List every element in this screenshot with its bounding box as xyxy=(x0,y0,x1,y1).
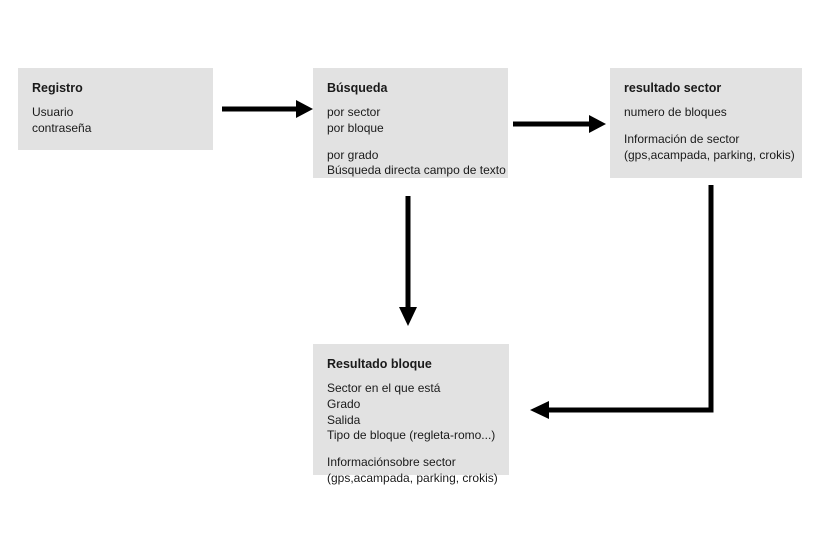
node-resultado-bloque-line-3: Salida xyxy=(327,412,361,427)
node-resultado-bloque-line-1: Sector en el que está xyxy=(327,380,441,395)
node-resultado-sector-line-3: (gps,acampada, parking, crokis) xyxy=(624,147,795,162)
node-resultado-bloque[interactable]: Resultado bloque Sector en el que está G… xyxy=(313,344,509,485)
node-busqueda-line-4: Búsqueda directa campo de texto xyxy=(327,163,506,178)
arrow-registro-to-busqueda xyxy=(222,100,313,118)
node-busqueda-line-2: por bloque xyxy=(327,120,384,135)
node-resultado-sector-line-1: numero de bloques xyxy=(624,104,727,119)
node-resultado-bloque-line-5: Informaciónsobre sector xyxy=(327,455,456,470)
node-registro-title: Registro xyxy=(32,81,83,95)
node-busqueda-line-1: por sector xyxy=(327,104,381,119)
node-busqueda-line-3: por grado xyxy=(327,147,379,162)
node-registro[interactable]: Registro Usuario contraseña xyxy=(18,68,213,150)
node-registro-line-2: contraseña xyxy=(32,120,92,135)
node-busqueda[interactable]: Búsqueda por sector por bloque por grado… xyxy=(313,68,508,178)
node-registro-line-1: Usuario xyxy=(32,104,74,119)
node-resultado-bloque-line-2: Grado xyxy=(327,396,361,411)
node-resultado-bloque-line-6: (gps,acampada, parking, crokis) xyxy=(327,471,498,486)
arrow-busqueda-to-resultado-bloque xyxy=(399,196,417,326)
arrow-busqueda-to-resultado-sector xyxy=(513,115,606,133)
arrow-resultado-sector-to-resultado-bloque xyxy=(530,185,714,419)
node-resultado-sector-title: resultado sector xyxy=(624,81,722,95)
node-resultado-bloque-title: Resultado bloque xyxy=(327,357,432,371)
node-resultado-bloque-line-4: Tipo de bloque (regleta-romo...) xyxy=(327,428,496,443)
node-busqueda-title: Búsqueda xyxy=(327,81,388,95)
node-resultado-sector[interactable]: resultado sector numero de bloques Infor… xyxy=(610,68,802,178)
node-resultado-sector-line-2: Información de sector xyxy=(624,131,740,146)
